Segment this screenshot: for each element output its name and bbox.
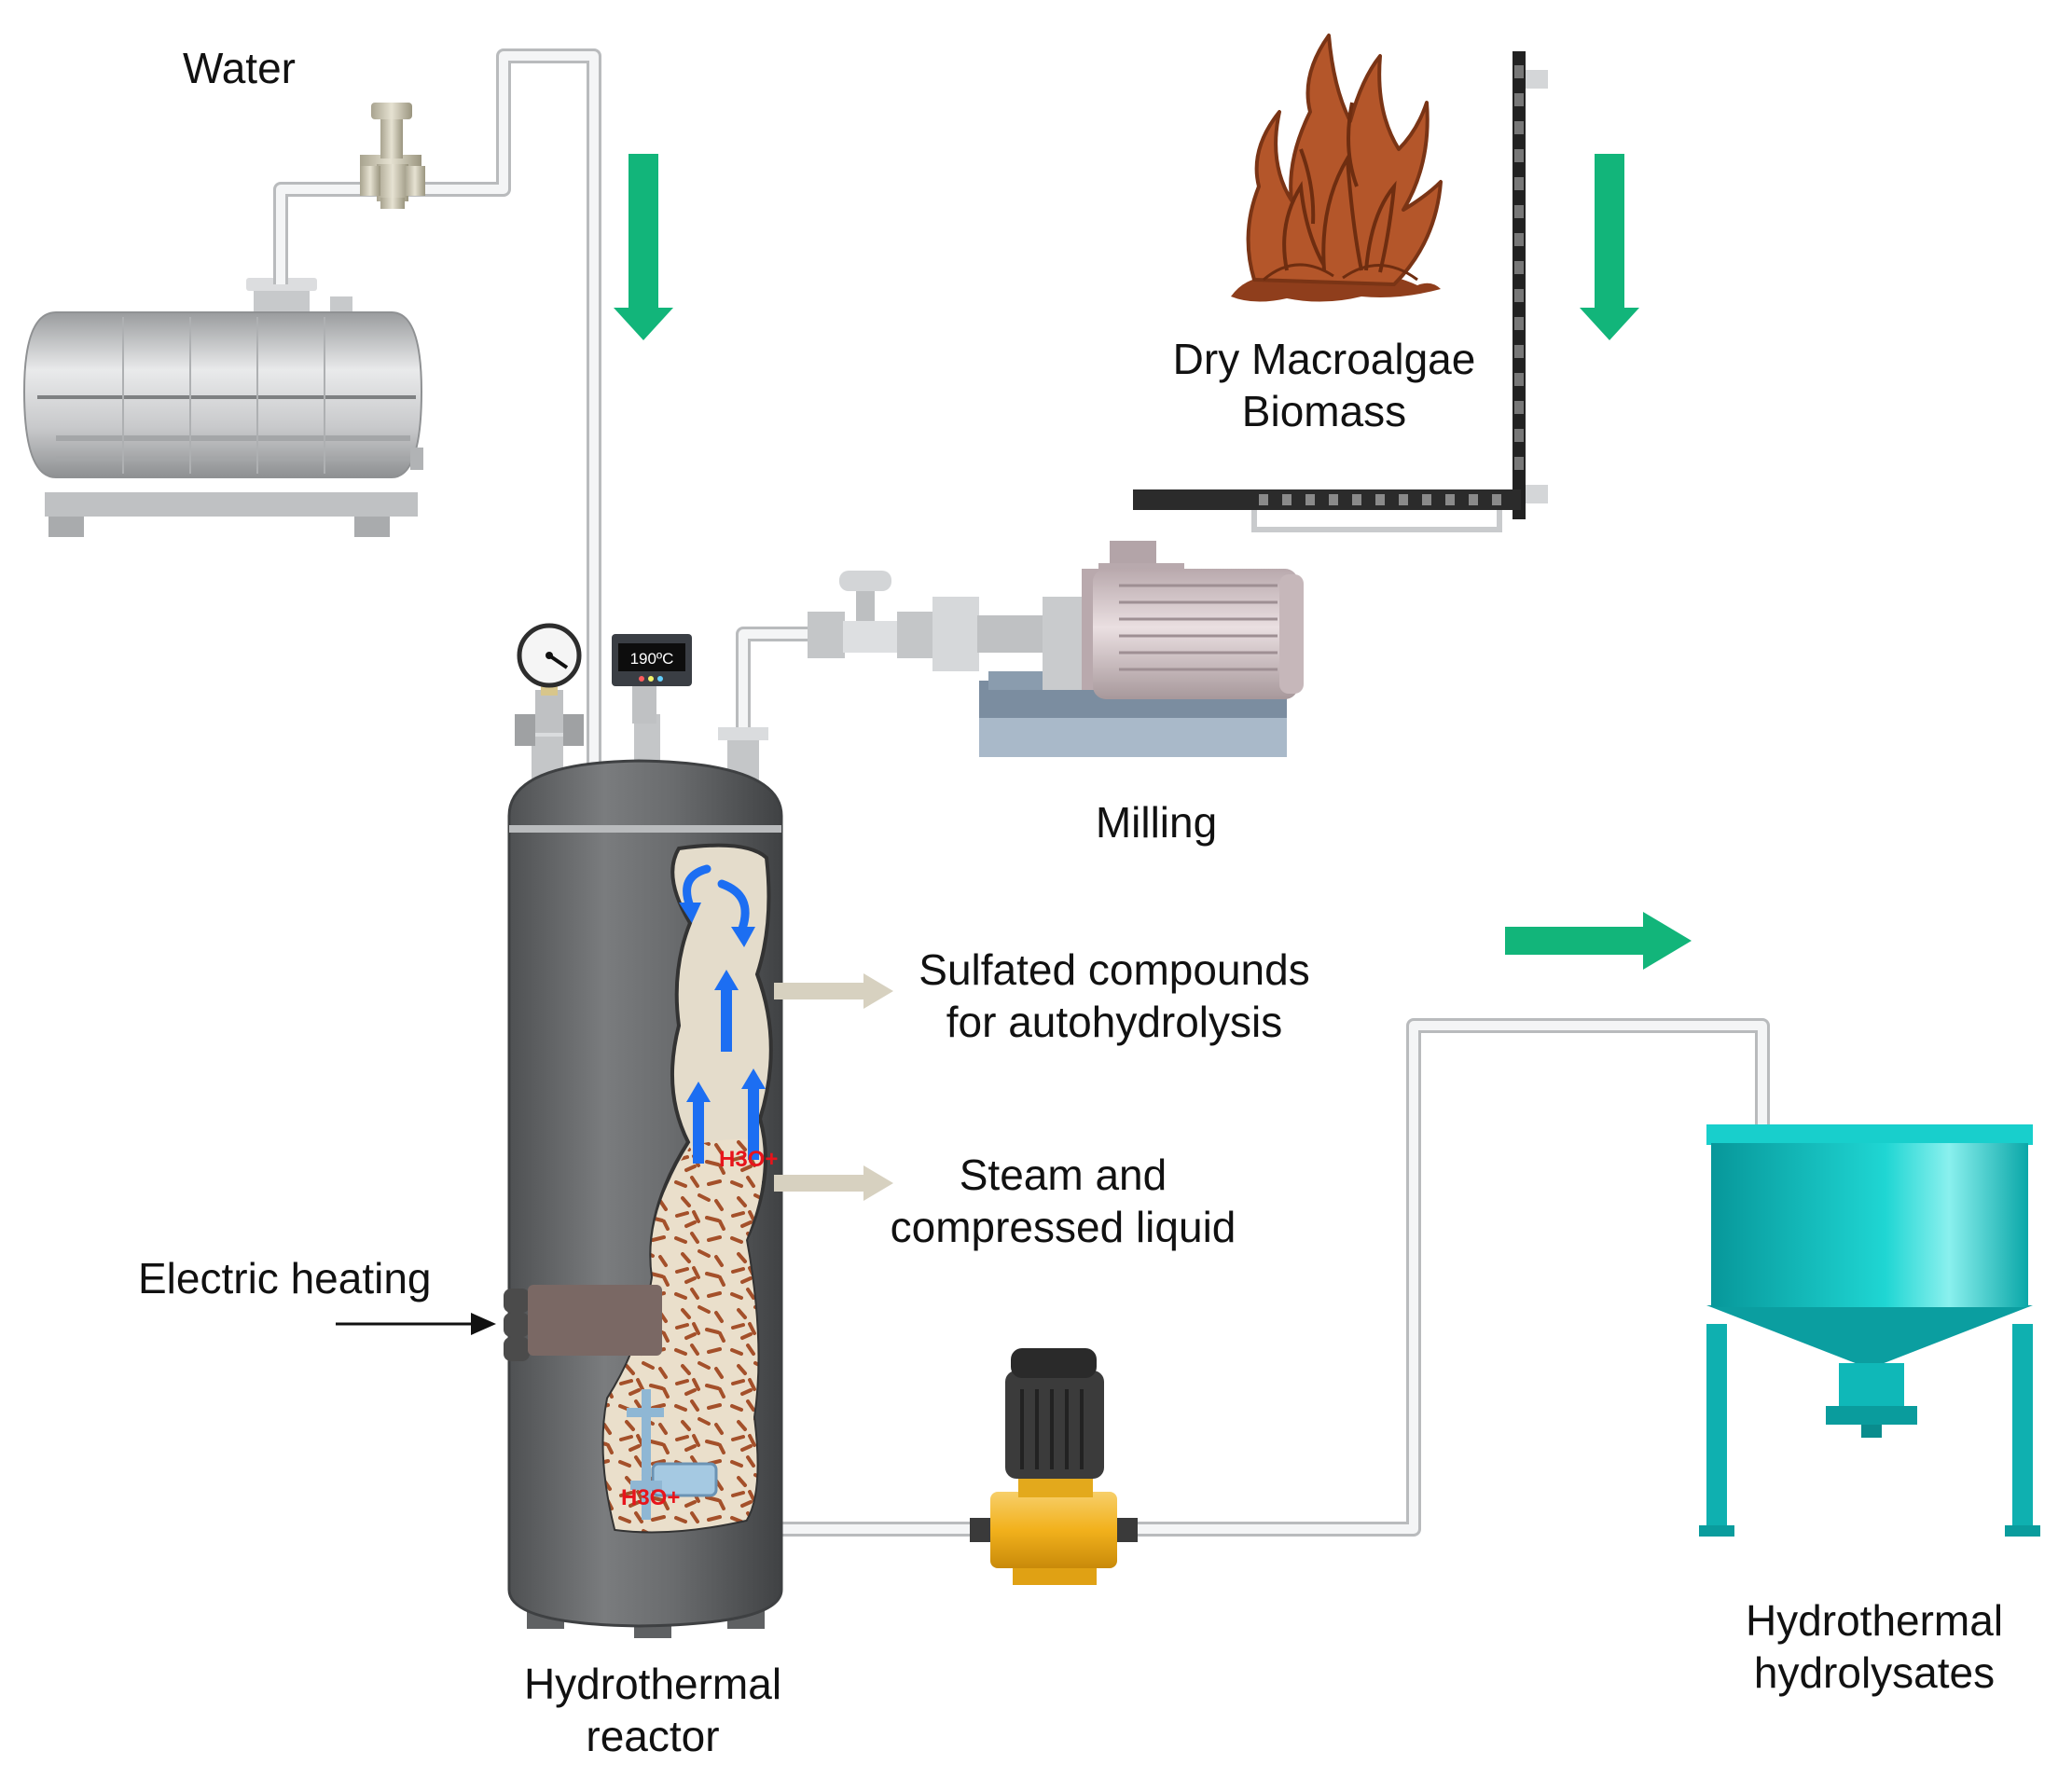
macroalgae-biomass-icon (1231, 34, 1443, 302)
pressure-gauge (515, 623, 584, 746)
mill-feed-pipe (736, 627, 811, 737)
water-storage-tank (22, 278, 423, 537)
water-inlet-pipe (273, 48, 601, 779)
hydrothermal-reactor-label: Hydrothermal reactor (504, 1658, 802, 1762)
flow-arrow-biomass (1580, 154, 1639, 340)
steam-liquid-arrow (774, 1165, 893, 1201)
water-label: Water (183, 44, 296, 92)
hydrothermal-reactor: H3O+ H3O+ (507, 714, 783, 1638)
biomass-label-line2: Biomass (1241, 387, 1407, 435)
hydrothermal-hydrolysates-label: Hydrothermal hydrolysates (1720, 1594, 2028, 1699)
temperature-readout: 190ºC (630, 650, 674, 668)
hydronium-label-lower: H3O+ (621, 1485, 680, 1510)
biomass-conveyor (1133, 51, 1548, 532)
temperature-controller: 190ºC (612, 634, 692, 724)
milling-machine (808, 541, 1304, 757)
hydronium-label-upper: H3O+ (719, 1147, 778, 1172)
biomass-label: Dry Macroalgae Biomass (1138, 333, 1511, 437)
electric-heating-label: Electric heating (138, 1254, 432, 1302)
reactor-label-line2: reactor (586, 1712, 720, 1760)
steam-label-line2: compressed liquid (890, 1203, 1236, 1251)
steam-liquid-label: Steam and compressed liquid (858, 1149, 1268, 1253)
water-inlet-valve (360, 103, 425, 209)
sulfated-compounds-label: Sulfated compounds for autohydrolysis (895, 944, 1333, 1048)
hydrolysate-collection-tank (1699, 1124, 2040, 1537)
hydrolysate-transfer-pipe (781, 1018, 1770, 1537)
sulfated-label-line2: for autohydrolysis (946, 998, 1283, 1046)
sulfated-label-line1: Sulfated compounds (919, 945, 1310, 994)
heating-pointer-arrow (336, 1313, 496, 1335)
reactor-label-line1: Hydrothermal (523, 1660, 782, 1708)
steam-label-line1: Steam and (959, 1151, 1167, 1199)
flow-arrow-output (1505, 912, 1692, 970)
flow-arrow-water (614, 154, 673, 340)
biomass-label-line1: Dry Macroalgae (1172, 335, 1476, 383)
sulfated-compounds-arrow (774, 973, 893, 1009)
electric-heater (504, 1285, 662, 1361)
milling-label: Milling (1095, 798, 1218, 847)
transfer-pump (970, 1348, 1138, 1585)
hydrolysates-label-line1: Hydrothermal (1745, 1596, 2004, 1645)
hydrolysates-label-line2: hydrolysates (1753, 1648, 1996, 1697)
